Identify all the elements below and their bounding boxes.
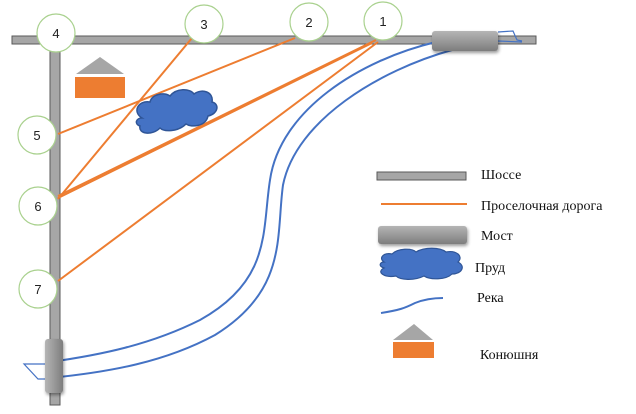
dirt-road-1-6b (57, 39, 377, 197)
node-5[interactable]: 5 (17, 115, 57, 155)
legend-label-river: Река (477, 291, 504, 306)
node-6-label: 6 (34, 199, 41, 214)
legend-stable-body (393, 342, 434, 358)
legend-pond-symbol (379, 247, 463, 280)
node-7-label: 7 (34, 282, 41, 297)
bridge-top (432, 31, 498, 51)
node-4-label: 4 (52, 26, 59, 41)
stable-body (75, 77, 125, 98)
node-4[interactable]: 4 (36, 13, 76, 53)
dirt-road-1-6 (57, 42, 373, 199)
river-bank-inner (49, 41, 437, 363)
pond (135, 89, 218, 134)
legend-river-symbol (380, 297, 444, 314)
legend-label-bridge: Мост (481, 229, 513, 244)
bridge-left (45, 339, 63, 393)
dirt-road-2-5 (57, 37, 296, 135)
highway-horizontal (11, 35, 537, 45)
legend-label-highway: Шоссе (481, 168, 522, 183)
node-1-label: 1 (379, 14, 386, 29)
stable-roof (76, 57, 124, 74)
node-7[interactable]: 7 (18, 269, 58, 309)
river-bank-outer (49, 49, 453, 379)
dirt-road-3-6 (57, 37, 193, 200)
river-end-right (497, 30, 523, 43)
legend (376, 171, 467, 358)
legend-stable-roof (393, 324, 433, 340)
legend-bridge-symbol (378, 226, 467, 244)
node-1[interactable]: 1 (363, 1, 403, 41)
legend-highway-symbol (376, 171, 467, 181)
node-3-label: 3 (200, 17, 207, 32)
legend-label-stable: Конюшня (480, 348, 539, 363)
node-5-label: 5 (33, 128, 40, 143)
dirt-road-1-7 (57, 41, 379, 282)
legend-label-pond: Пруд (475, 261, 506, 276)
river-end-left (22, 363, 46, 380)
node-2-label: 2 (305, 15, 312, 30)
node-6[interactable]: 6 (18, 186, 58, 226)
node-3[interactable]: 3 (184, 4, 224, 44)
stable (75, 57, 125, 98)
legend-label-dirt-road: Проселочная дорога (481, 199, 603, 214)
node-2[interactable]: 2 (289, 2, 329, 42)
